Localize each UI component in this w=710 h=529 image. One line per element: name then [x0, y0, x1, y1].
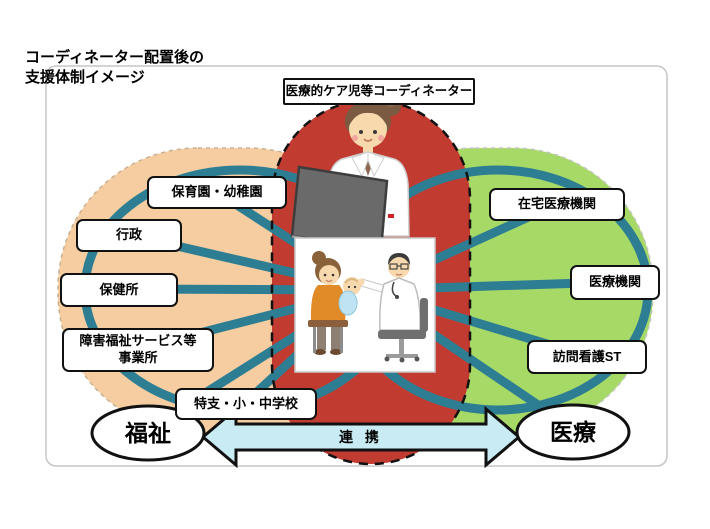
doctor-hand — [357, 278, 365, 286]
doctor-face — [388, 256, 410, 278]
nurse-eye — [359, 130, 363, 134]
baby-eye — [353, 285, 357, 289]
node-schools-text: 特支・小・中学校 — [193, 395, 298, 411]
node-health-center: 保健所 — [60, 273, 178, 307]
node-government: 行政 — [76, 219, 182, 252]
stethoscope-chestpiece — [395, 295, 399, 299]
nurse-coat-logo — [388, 214, 394, 218]
doctor-hair — [388, 253, 410, 265]
welfare-ellipse-label: 福祉 — [124, 420, 171, 446]
nurse-blush — [378, 135, 384, 141]
nurse-neck — [363, 146, 373, 154]
page-title: コーディネーター配置後の 支援体制イメージ — [25, 48, 204, 89]
node-nursery-kindergarten: 保育園・幼稚園 — [147, 176, 287, 209]
node-home-medical-institution-text: 在宅医療機関 — [517, 196, 596, 212]
coordinator-label: 医療的ケア児等コーディネーター — [283, 78, 475, 105]
nurse-eye — [373, 130, 377, 134]
node-disability-welfare-line2: 事業所 — [118, 350, 158, 365]
mother-eye — [323, 273, 327, 277]
nurse-hair-fringe — [349, 105, 387, 126]
page-title-line1: コーディネーター配置後の — [25, 49, 204, 66]
coordinator-label-text: 医療的ケア児等コーディネーター — [285, 84, 473, 99]
nurse-lapel — [367, 151, 385, 178]
baby-eye — [347, 285, 351, 289]
family-doctor-illustration — [294, 237, 436, 373]
chair-wheel — [414, 356, 420, 362]
nurse-smile — [363, 138, 373, 142]
node-visiting-nursing-station: 訪問看護ST — [527, 340, 647, 374]
stool-leg — [340, 327, 343, 353]
chair-back — [420, 298, 428, 332]
chair-wheel — [399, 357, 405, 363]
stethoscope — [391, 281, 397, 297]
diagram-frame — [45, 65, 668, 467]
node-visiting-nursing-station-text: 訪問看護ST — [552, 348, 622, 364]
doctor-smile — [395, 273, 403, 276]
medical-ellipse-label: 医療 — [550, 419, 597, 445]
mother-leg — [331, 324, 340, 350]
node-medical-institution-text: 医療機関 — [588, 274, 641, 290]
chair-wheel — [384, 356, 390, 362]
node-schools: 特支・小・中学校 — [175, 388, 317, 420]
stool-leg — [313, 327, 316, 353]
node-home-medical-institution: 在宅医療機関 — [489, 188, 625, 221]
chair-seat — [378, 330, 426, 339]
nurse-blush — [352, 135, 358, 141]
medical-ellipse — [515, 403, 631, 461]
page-title-line2: 支援体制イメージ — [25, 69, 145, 87]
doctor-coat — [379, 277, 421, 331]
chair-pole — [399, 339, 404, 354]
mother-shoe — [330, 349, 342, 355]
picture-content — [308, 251, 428, 363]
mother-face — [319, 265, 339, 285]
node-medical-institution: 医療機関 — [570, 265, 660, 300]
node-government-text: 行政 — [115, 227, 142, 243]
welfare-ellipse — [90, 404, 206, 462]
mother-eye — [331, 273, 335, 277]
stool-seat — [308, 320, 348, 327]
mother-shoe — [314, 349, 326, 355]
mother-leg — [317, 324, 326, 350]
nurse-face — [349, 110, 387, 148]
node-health-center-text: 保健所 — [99, 281, 139, 297]
node-disability-welfare-office: 障害福祉サービス等 事業所 — [62, 328, 214, 372]
baby-body — [338, 290, 358, 316]
node-disability-welfare-line1: 障害福祉サービス等 — [79, 333, 197, 349]
cooperation-arrow-label: 連 携 — [339, 429, 383, 445]
node-nursery-kindergarten-text: 保育園・幼稚園 — [171, 184, 263, 200]
mother-smile — [325, 279, 333, 282]
